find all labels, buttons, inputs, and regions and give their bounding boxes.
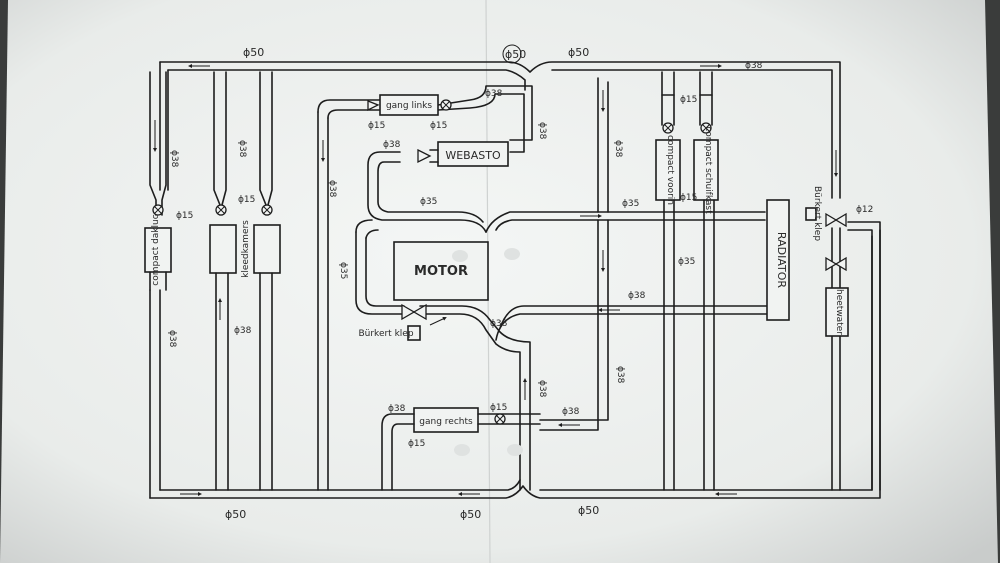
burkert-actuator-icon xyxy=(805,207,817,221)
valve-icon xyxy=(825,256,838,272)
pipe-label: ϕ15 xyxy=(680,95,697,105)
compact-schuifkast-label: compact schuifkast xyxy=(703,126,713,214)
pipe-label: ϕ38 xyxy=(537,122,547,140)
webasto-label: WEBASTO xyxy=(445,149,501,162)
inner-loop xyxy=(317,85,771,491)
gang-rechts-box xyxy=(413,407,479,433)
pipe-label: ϕ50 xyxy=(225,508,246,521)
pipe-label: ϕ38 xyxy=(237,140,247,158)
pipe-label: ϕ15 xyxy=(238,195,255,205)
webasto-box xyxy=(437,141,509,167)
compact-voorin-label: compact voorin xyxy=(665,135,675,205)
pipe-label: ϕ35 xyxy=(678,257,695,267)
tape-mark xyxy=(452,250,468,262)
pipe-label: ϕ15 xyxy=(680,193,697,203)
pipe-label: ϕ38 xyxy=(745,61,763,71)
pipe-label: ϕ38 xyxy=(562,407,580,417)
right-branch xyxy=(805,207,881,491)
burkert-valve-icon xyxy=(825,212,838,228)
check-valve-icon xyxy=(367,100,380,112)
motor-box xyxy=(393,241,489,301)
pipe-label: ϕ50 xyxy=(505,48,526,61)
kleedkamers-label: kleedkamers xyxy=(241,220,251,278)
burkert-klep-motor-label: Bürkert klep xyxy=(358,329,413,339)
pipe-label: ϕ15 xyxy=(490,403,507,413)
pipe-label: ϕ15 xyxy=(368,121,385,131)
heetwater-box xyxy=(825,287,849,337)
pipe-label: ϕ38 xyxy=(490,319,508,329)
pipe-label: ϕ38 xyxy=(537,380,547,398)
pipe-label: ϕ12 xyxy=(856,205,873,215)
pipe-label: ϕ50 xyxy=(460,508,481,521)
burkert-actuator-icon xyxy=(407,325,421,341)
radiator-label: RADIATOR xyxy=(775,232,788,288)
pipe-label: ϕ38 xyxy=(169,150,179,168)
pipe-labels: ϕ50 ϕ50 ϕ50 ϕ38 ϕ50 ϕ50 ϕ50 ϕ38 ϕ38 ϕ38 … xyxy=(167,44,873,521)
compact-schuifkast-box xyxy=(693,139,719,201)
compact-dakluc-label: compact dakluc xyxy=(151,214,161,285)
pipe-label: ϕ38 xyxy=(383,140,401,150)
gang-rechts-label: gang rechts xyxy=(419,417,473,427)
pipe-label: ϕ50 xyxy=(568,46,589,59)
pipe-label: ϕ15 xyxy=(408,439,425,449)
pipe-label: ϕ38 xyxy=(234,326,252,336)
radiator-box xyxy=(766,199,790,321)
burkert-klep-right-label: Bürkert klep xyxy=(812,186,822,241)
pipe-label: ϕ38 xyxy=(613,140,623,158)
compact-dakluc-box xyxy=(144,227,172,273)
pipe-label: ϕ15 xyxy=(430,121,447,131)
center-right-pipes xyxy=(539,71,719,491)
heetwater-label: heetwater xyxy=(834,289,844,335)
pipe-label: ϕ38 xyxy=(327,180,337,198)
burkert-valve-icon xyxy=(401,303,416,321)
kleedkamers-box-1 xyxy=(209,224,237,274)
flow-arrows xyxy=(153,64,838,496)
pipe-label: ϕ38 xyxy=(615,366,625,384)
tape-mark xyxy=(504,248,520,260)
compact-voorin-box xyxy=(655,139,681,201)
left-branches xyxy=(144,71,281,491)
tape-mark xyxy=(507,444,523,456)
tape-mark xyxy=(454,444,470,456)
pipe-label: ϕ35 xyxy=(622,199,639,209)
gang-links-label: gang links xyxy=(386,101,432,111)
kleedkamers-box-2 xyxy=(253,224,281,274)
pipe-label: ϕ15 xyxy=(176,211,193,221)
pipe-label: ϕ35 xyxy=(420,197,437,207)
pipe-label: ϕ35 xyxy=(338,262,348,279)
gang-links-box xyxy=(379,94,439,116)
pipe-label: ϕ50 xyxy=(578,504,599,517)
pipe-label: ϕ38 xyxy=(388,404,406,414)
pipe-label: ϕ50 xyxy=(243,46,264,59)
pipe-label: ϕ38 xyxy=(167,330,177,348)
pipe-label: ϕ38 xyxy=(628,291,646,301)
check-valve-icon xyxy=(417,148,432,164)
pipe-label: ϕ38 xyxy=(485,89,503,99)
motor-label: MOTOR xyxy=(414,264,468,279)
